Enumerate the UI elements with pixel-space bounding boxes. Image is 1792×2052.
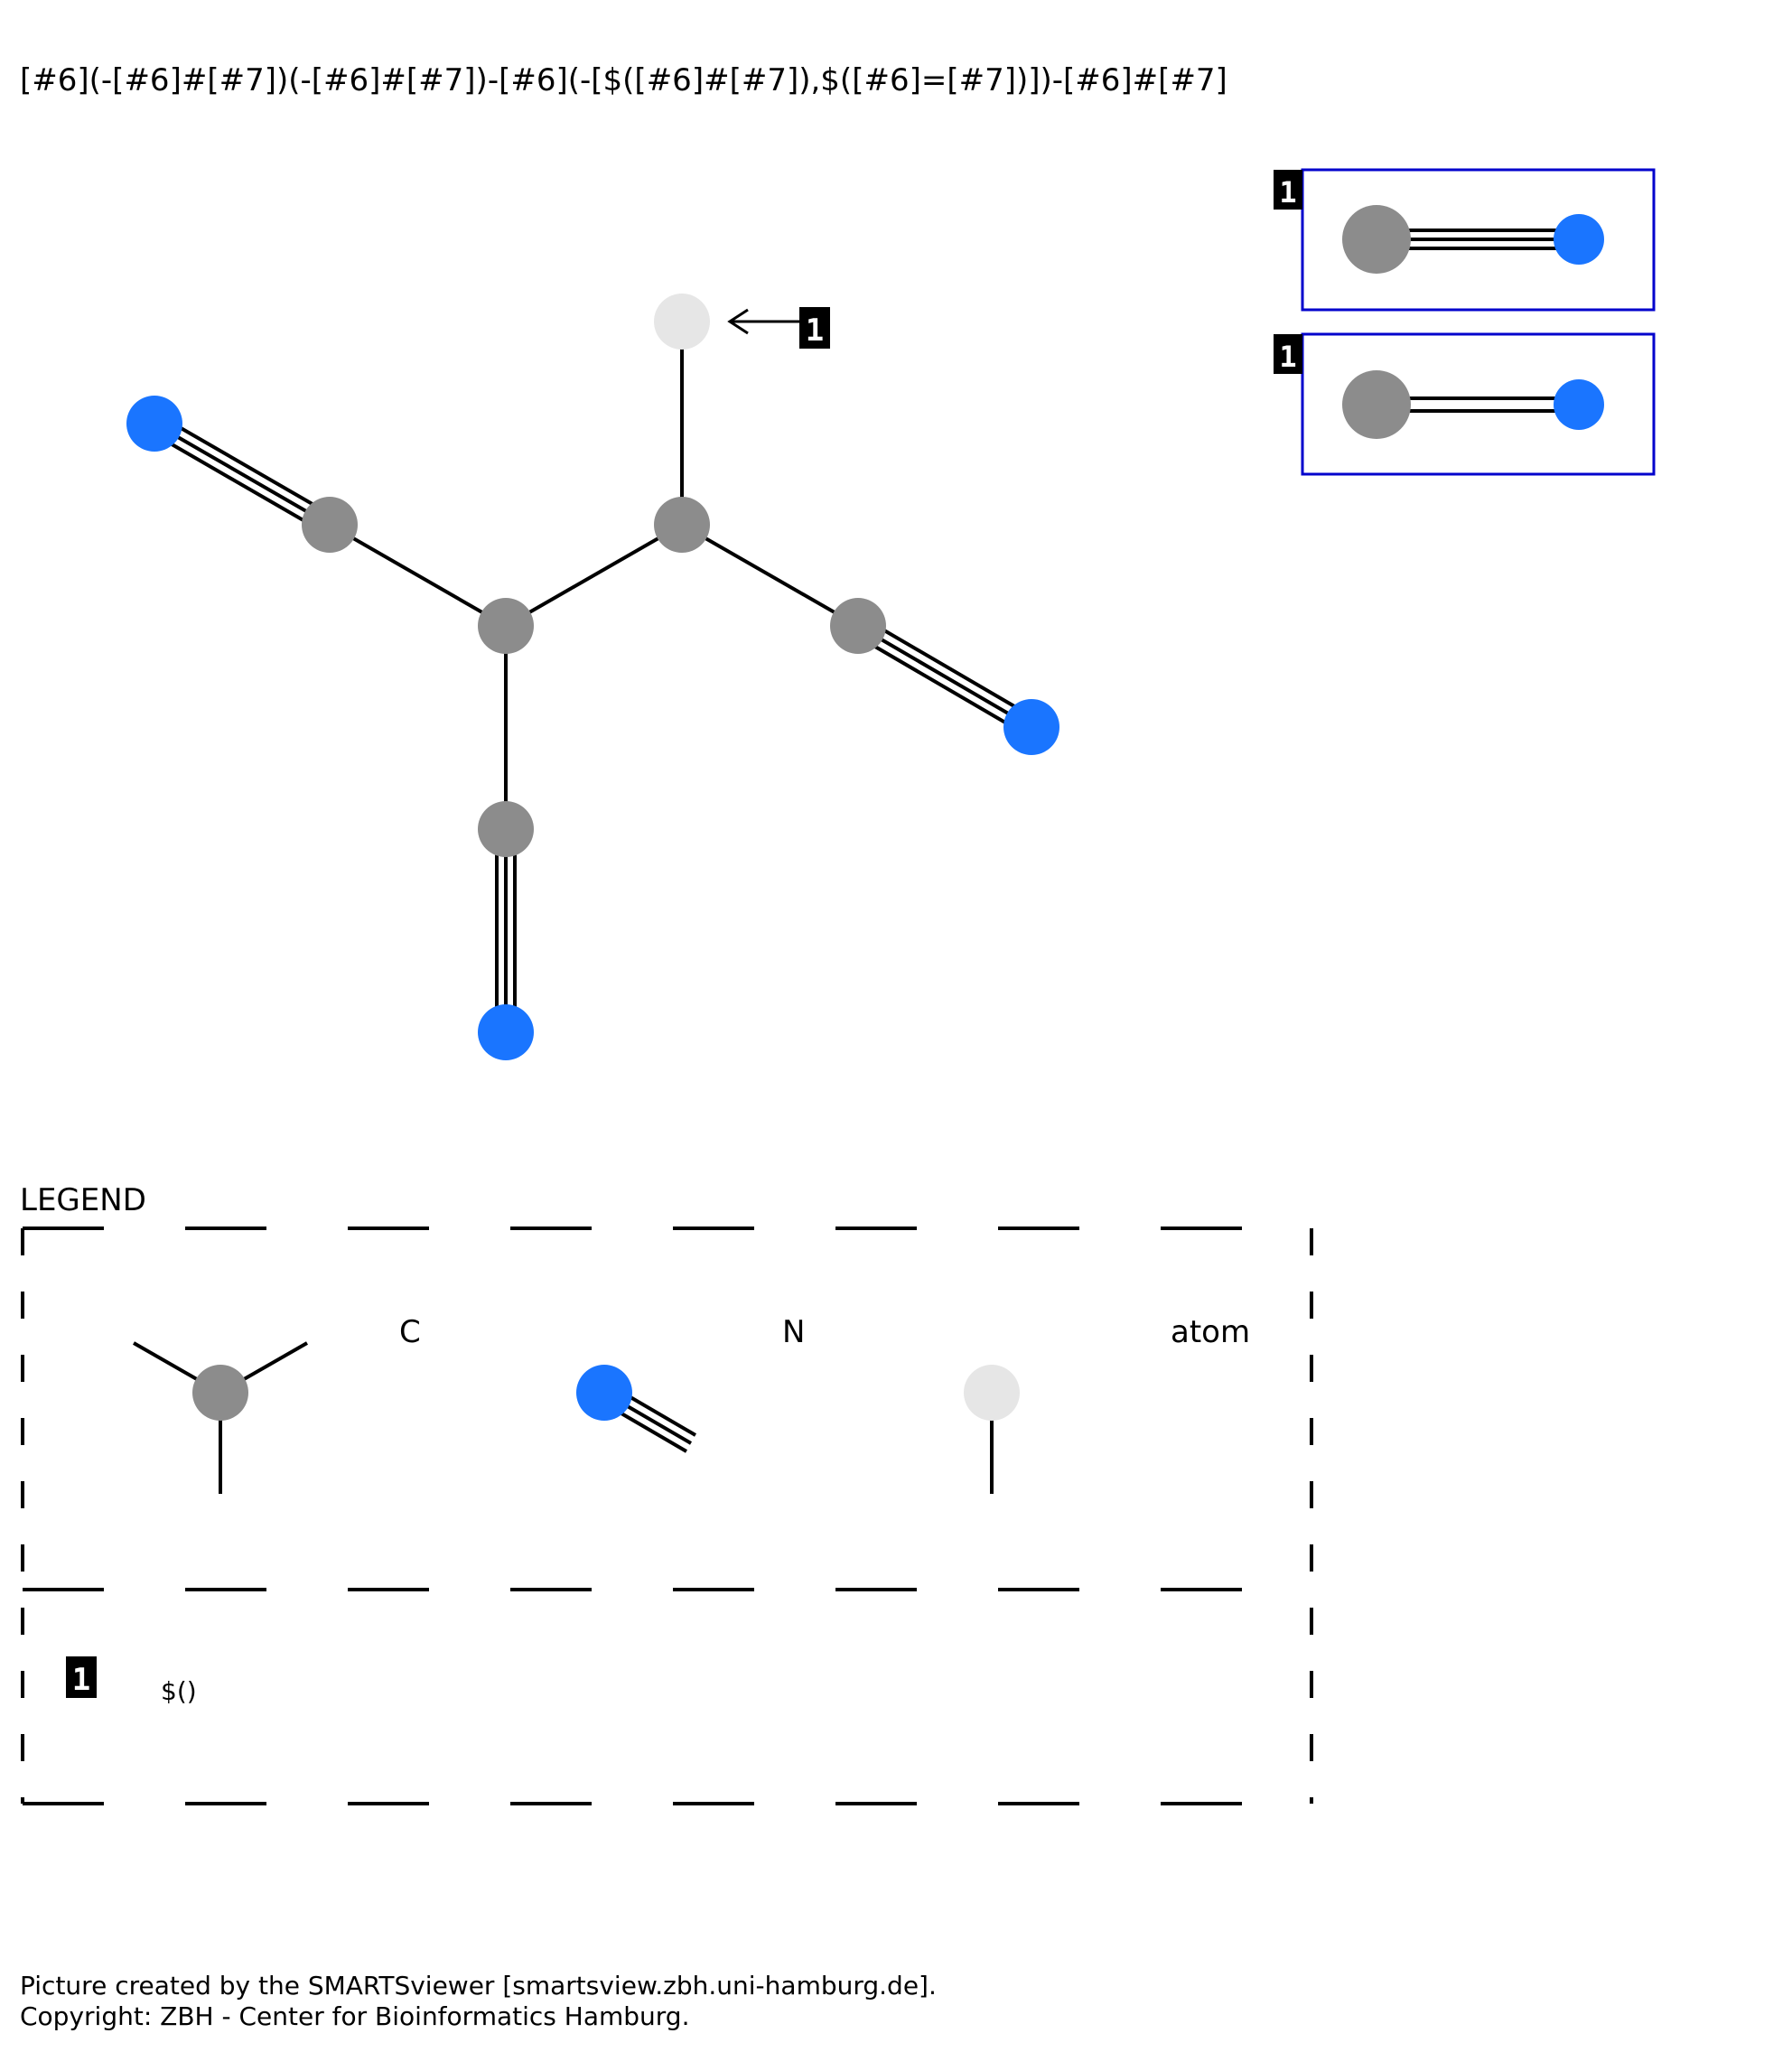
atom-nitrogen (126, 396, 182, 452)
atom-carbon (192, 1365, 248, 1421)
atom-carbon (654, 497, 710, 553)
recursive-pattern-box-2: 1 (1274, 332, 1656, 476)
legend-title: LEGEND (20, 1182, 146, 1218)
legend-recursive: 1 $() (66, 1656, 197, 1706)
atom-nitrogen (576, 1365, 632, 1421)
bond-triple (149, 414, 335, 535)
legend-nitrogen: N (576, 1314, 805, 1453)
recursive-arrow (727, 308, 799, 335)
recursive-tag (1274, 170, 1302, 210)
recursive-tag-label: 1 (806, 312, 824, 349)
recursive-pattern-box-1: 1 (1274, 168, 1656, 312)
bond-triple (495, 829, 517, 1032)
bond-single (329, 523, 507, 628)
legend-carbon: C (133, 1314, 421, 1494)
recursive-tag-label: 1 (1279, 340, 1296, 374)
legend-nitrogen-label: N (782, 1314, 805, 1350)
atom-any (964, 1365, 1020, 1421)
recursive-tag (66, 1656, 97, 1698)
molecule-graph: 1 (126, 294, 1059, 1060)
atom-carbon (1342, 370, 1411, 439)
bond-single (681, 523, 859, 628)
atom-carbon (1342, 205, 1411, 274)
atom-carbon (478, 801, 534, 857)
atom-nitrogen (478, 1004, 534, 1060)
legend-any-atom-label: atom (1171, 1314, 1250, 1350)
footer-credit: Picture created by the SMARTSviewer [sma… (20, 1971, 937, 2001)
smarts-string: [#6](-[#6]#[#7])(-[#6]#[#7])-[#6](-[$([#… (20, 62, 1227, 98)
atom-nitrogen (1554, 214, 1604, 265)
atom-carbon (302, 497, 358, 553)
legend-frame (21, 1227, 1313, 1805)
legend-any-atom: atom (964, 1314, 1250, 1494)
recursive-tag (799, 307, 830, 349)
atom-nitrogen (1003, 699, 1059, 755)
recursive-tag-label: 1 (72, 1662, 90, 1698)
footer-copyright: Copyright: ZBH - Center for Bioinformati… (20, 2001, 689, 2031)
bond-triple (852, 616, 1038, 737)
atom-any (654, 294, 710, 350)
legend-carbon-label: C (399, 1314, 421, 1350)
recursive-tag-label: 1 (1279, 175, 1296, 210)
recursive-tag (1274, 334, 1302, 374)
bond-single (505, 523, 683, 628)
atom-carbon (478, 598, 534, 654)
atom-nitrogen (1554, 379, 1604, 430)
legend-recursive-label: $() (161, 1676, 197, 1706)
atom-carbon (830, 598, 886, 654)
